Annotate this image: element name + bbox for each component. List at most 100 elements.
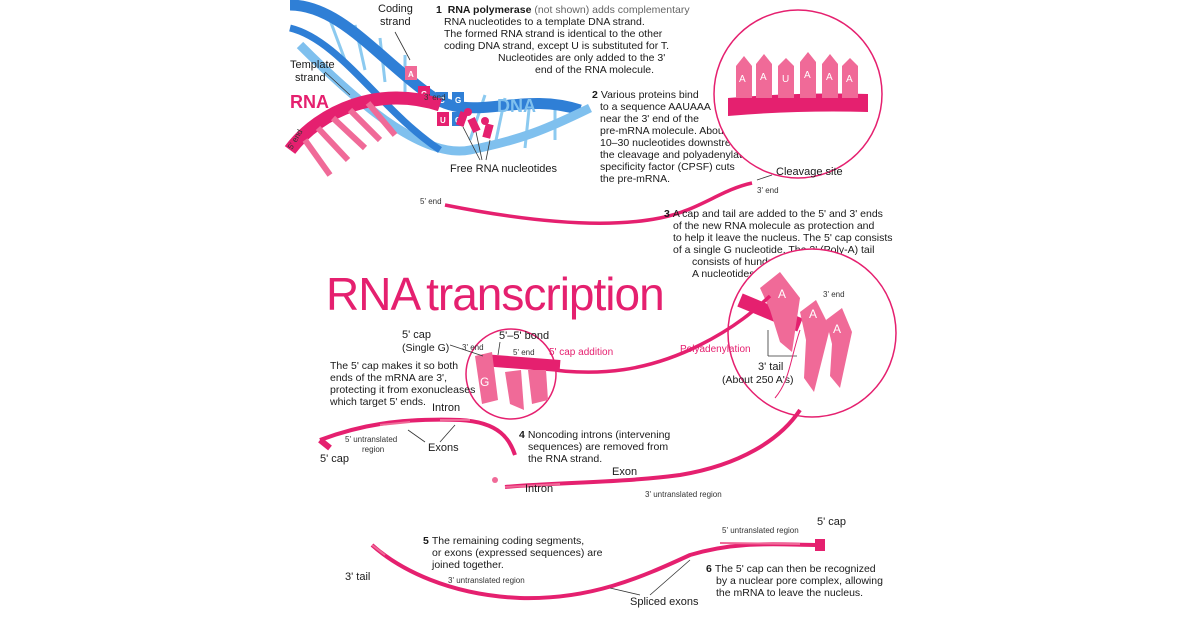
five-end-mid-label: 5' end xyxy=(420,197,442,206)
cap-note-line: which target 5' ends. xyxy=(329,396,426,408)
title-part-1: RNA xyxy=(326,268,421,320)
zoom-base: A xyxy=(846,74,853,85)
zoom-circle-aauaaa: A A U A A A xyxy=(713,9,883,179)
coding-strand-label-2: strand xyxy=(380,16,411,28)
poly-a-base: A xyxy=(809,307,817,321)
step-2-line: pre-mRNA molecule. About xyxy=(600,125,727,137)
spliced-exons-label: Spliced exons xyxy=(630,596,699,608)
cap-sub: (Single G) xyxy=(402,342,449,354)
step-6-line: The 5' cap can then be recognized xyxy=(715,563,876,575)
step-2-line: specificity factor (CPSF) cuts xyxy=(600,161,735,173)
helix-base: U xyxy=(440,116,446,125)
step-number: 2 xyxy=(592,89,598,101)
step-number: 1 xyxy=(436,4,442,16)
step-number: 4 xyxy=(519,429,525,441)
step-5-line: The remaining coding segments, xyxy=(432,535,584,547)
step-2-line: the cleavage and polyadenylation xyxy=(600,149,756,161)
pre-mrna-strand xyxy=(444,181,753,226)
mature-mrna: 3' tail 3' untranslated region Spliced e… xyxy=(345,516,846,608)
cap-note: The 5' cap makes it so both ends of the … xyxy=(329,360,475,408)
cap5-label: 5' cap xyxy=(320,453,349,465)
step-6-line: the mRNA to leave the nucleus. xyxy=(716,587,863,599)
final-utr3-label: 3' untranslated region xyxy=(448,576,525,585)
cap-five-end: 5' end xyxy=(513,348,535,357)
cap-addition-label: 5' cap addition xyxy=(549,347,613,358)
intron-2-label: Intron xyxy=(525,483,553,495)
zoom-circle-poly-a: A A A 3' end xyxy=(727,248,897,418)
step-number: 3 xyxy=(664,208,670,220)
step-1-line: Nucleotides are only added to the 3' xyxy=(498,52,665,64)
polyadenylation-label: Polyadenylation xyxy=(680,344,751,355)
step-2-line: the pre-mRNA. xyxy=(600,173,670,185)
helix-base: C xyxy=(439,96,445,105)
coding-strand-label: Coding xyxy=(378,3,413,15)
template-strand-label: Template xyxy=(290,59,335,71)
step-3-line: A nucleotides. xyxy=(692,268,757,280)
step-3-line: of the new RNA molecule as protection an… xyxy=(673,220,875,232)
cap-note-line: The 5' cap makes it so both xyxy=(330,360,458,372)
three-tail-sub: (About 250 A's) xyxy=(722,374,793,386)
bond-label: 5'–5' bond xyxy=(499,330,549,342)
free-rna-nucleotides-label: Free RNA nucleotides xyxy=(450,163,557,175)
poly-a-base: A xyxy=(778,287,786,301)
utr5-label: 5' untranslated xyxy=(345,435,397,444)
step-number: 6 xyxy=(706,563,712,575)
capped-mrna-strand xyxy=(539,294,772,374)
step-5-line: joined together. xyxy=(431,559,504,571)
step-5-line: or exons (expressed sequences) are xyxy=(432,547,603,559)
zoom-base: A xyxy=(826,72,833,83)
final-utr5-label: 5' untranslated region xyxy=(722,526,799,535)
step-2-line: near the 3' end of the xyxy=(600,113,699,125)
step-3-line: A cap and tail are added to the 5' and 3… xyxy=(673,208,883,220)
step-4-line: sequences) are removed from xyxy=(528,441,668,453)
poly-a-three-end: 3' end xyxy=(823,290,845,299)
exon-label: Exon xyxy=(612,466,637,478)
step-1-text: 1 RNA polymerase (not shown) adds comple… xyxy=(436,4,690,76)
step-1-line: end of the RNA molecule. xyxy=(535,64,654,76)
step-1-line: RNA nucleotides to a template DNA strand… xyxy=(444,16,645,28)
helix-base: G xyxy=(455,96,461,105)
step-1-light: (not shown) adds complementary xyxy=(534,4,690,16)
exons-label: Exons xyxy=(428,442,459,454)
title-part-2: transcription xyxy=(426,268,664,320)
exon-strand: Intron Exon 3' untranslated region xyxy=(492,408,802,499)
step-1-bold: RNA polymerase xyxy=(448,4,532,16)
step-2-line: Various proteins bind xyxy=(601,89,699,101)
final-tail-label: 3' tail xyxy=(345,571,370,583)
three-end-dna-label: 3' end xyxy=(424,93,446,102)
step-number: 5 xyxy=(423,535,429,547)
zoom-base: A xyxy=(804,70,811,81)
step-1-line: coding DNA strand, except U is substitut… xyxy=(444,40,669,52)
zoom-base: A xyxy=(739,74,746,85)
intron-label: Intron xyxy=(432,402,460,414)
cap-base: G xyxy=(480,375,489,389)
template-strand-label-2: strand xyxy=(295,72,326,84)
dna-label: DNA xyxy=(497,96,536,116)
step-6-line: by a nuclear pore complex, allowing xyxy=(716,575,883,587)
helix-base: A xyxy=(408,70,414,79)
svg-text:1 RNA polymerase: 1 RNA polymerase (not shown) adds comple… xyxy=(436,4,690,16)
zoom-circle-5-cap: G xyxy=(465,328,561,420)
step-4-line: the RNA strand. xyxy=(528,453,602,465)
rna-label: RNA xyxy=(290,92,329,112)
cap-three-end: 3' end xyxy=(462,343,484,352)
step-3-line: to help it leave the nucleus. The 5' cap… xyxy=(673,232,893,244)
cap-note-line: ends of the mRNA are 3', xyxy=(330,372,447,384)
final-cap-label: 5' cap xyxy=(817,516,846,528)
poly-a-base: A xyxy=(833,322,841,336)
step-2-line: 10–30 nucleotides downstream, xyxy=(600,137,748,149)
step-2-line: to a sequence AAUAAA xyxy=(600,101,711,113)
three-end-cleave-label: 3' end xyxy=(757,186,779,195)
zoom-base: U xyxy=(782,74,789,85)
